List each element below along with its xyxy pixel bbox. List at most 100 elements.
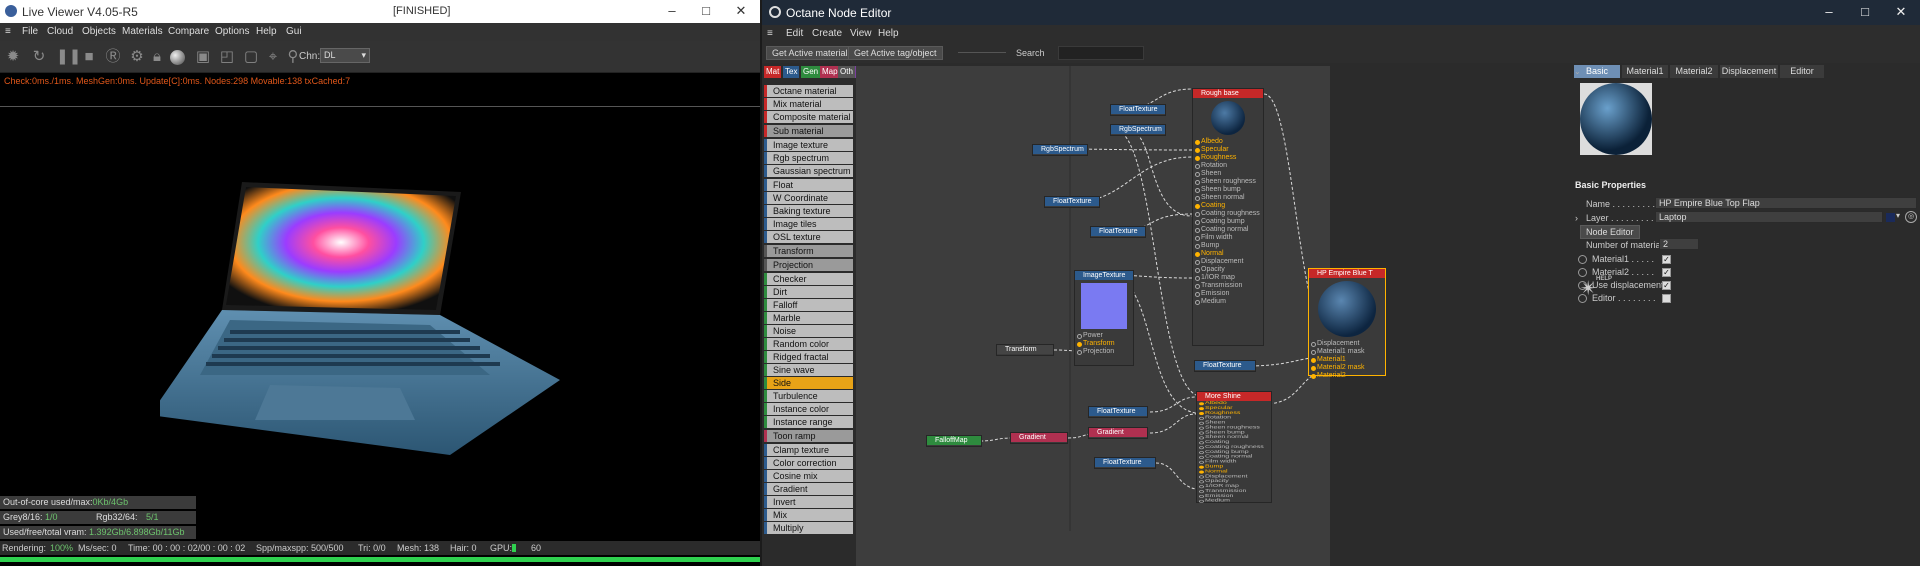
node-list-item-mix-material[interactable]: Mix material	[764, 98, 853, 110]
node-pin-material1[interactable]: Material1	[1309, 356, 1385, 364]
transform-node[interactable]: Transform	[996, 344, 1054, 356]
node-list-item-composite-material[interactable]: Composite material	[764, 111, 853, 123]
float-texture-node[interactable]: FloatTexture	[1194, 360, 1256, 372]
minimize-icon[interactable]: –	[1825, 4, 1833, 19]
menu-help[interactable]: Help	[256, 26, 277, 37]
node-pin-rotation[interactable]: Rotation	[1193, 162, 1263, 170]
node-list-item-transform[interactable]: Transform	[764, 245, 853, 257]
node-pin-film-width[interactable]: Film width	[1197, 460, 1271, 465]
node-pin-normal[interactable]: Normal	[1193, 250, 1263, 258]
category-tab-mat[interactable]: Mat	[764, 66, 782, 78]
tab-material2[interactable]: Material2	[1670, 65, 1718, 78]
tab-basic[interactable]: Basic	[1574, 65, 1620, 78]
node-list-item-sine-wave[interactable]: Sine wave	[764, 364, 853, 376]
settings-gear-icon[interactable]: ⚙	[130, 48, 144, 65]
node-pin-sheen-normal[interactable]: Sheen normal	[1193, 194, 1263, 202]
node-pin-coating-bump[interactable]: Coating bump	[1193, 218, 1263, 226]
restart-icon[interactable]: ↻	[32, 48, 46, 65]
node-pin-coating-roughness[interactable]: Coating roughness	[1197, 445, 1271, 450]
node-pin-sheen-bump[interactable]: Sheen bump	[1197, 430, 1271, 435]
node-pin-displacement[interactable]: Displacement	[1193, 258, 1263, 266]
node-pin-transmission[interactable]: Transmission	[1193, 282, 1263, 290]
falloff-map-node[interactable]: FalloffMap	[926, 435, 982, 447]
tab-editor[interactable]: Editor	[1780, 65, 1824, 78]
node-list-item-projection[interactable]: Projection	[764, 259, 853, 271]
pick-focus-icon[interactable]: ⌖	[268, 48, 278, 65]
node-list-item-osl-texture[interactable]: OSL texture	[764, 231, 853, 243]
node-list-item-mix[interactable]: Mix	[764, 509, 853, 521]
node-pin-emission[interactable]: Emission	[1193, 290, 1263, 298]
render-region-icon[interactable]: Ⓡ	[105, 48, 121, 65]
node-pin-opacity[interactable]: Opacity	[1197, 479, 1271, 484]
node-pin-1-ior-map[interactable]: 1/IOR map	[1197, 484, 1271, 489]
menu-compare[interactable]: Compare	[168, 26, 210, 37]
node-pin-emission[interactable]: Emission	[1197, 494, 1271, 499]
node-list-item-float[interactable]: Float	[764, 179, 853, 191]
image-texture-node[interactable]: ImageTexture Power Transform Projection	[1074, 270, 1134, 366]
float-texture-node[interactable]: FloatTexture	[1090, 226, 1146, 238]
pick-material-icon[interactable]: ⚲	[287, 48, 299, 65]
stop-icon[interactable]: ■	[84, 48, 94, 65]
expand-icon[interactable]: ›	[1575, 213, 1578, 223]
node-pin-bump[interactable]: Bump	[1193, 242, 1263, 250]
node-pin-normal[interactable]: Normal	[1197, 469, 1271, 474]
menu-edit[interactable]: Edit	[786, 28, 804, 39]
node-list-item-gradient[interactable]: Gradient	[764, 483, 853, 495]
node-list-item-baking-texture[interactable]: Baking texture	[764, 205, 853, 217]
hamburger-icon[interactable]: ≡	[767, 28, 773, 39]
node-list-item-color-correction[interactable]: Color correction	[764, 457, 853, 469]
film-region-icon[interactable]: ◰	[219, 48, 235, 65]
node-list-item-turbulence[interactable]: Turbulence	[764, 390, 853, 402]
node-pin-material2-mask[interactable]: Material2 mask	[1309, 364, 1385, 372]
node-list-item-dirt[interactable]: Dirt	[764, 286, 853, 298]
node-pin-coating-normal[interactable]: Coating normal	[1193, 226, 1263, 234]
clay-icon[interactable]: ▢	[243, 48, 259, 65]
float-texture-node[interactable]: FloatTexture	[1094, 457, 1156, 469]
menu-cloud[interactable]: Cloud	[47, 26, 74, 37]
get-active-tag-button[interactable]: Get Active tag/object	[848, 46, 943, 60]
gear-sun-icon[interactable]: ✹	[6, 48, 20, 65]
gradient-node[interactable]: Gradient	[1088, 427, 1148, 439]
node-pin-sheen-roughness[interactable]: Sheen roughness	[1193, 178, 1263, 186]
node-list-item-w-coordinate[interactable]: W Coordinate	[764, 192, 853, 204]
node-pin-film-width[interactable]: Film width	[1193, 234, 1263, 242]
node-list-item-gaussian-spectrum[interactable]: Gaussian spectrum	[764, 165, 853, 177]
node-pin-coating[interactable]: Coating	[1193, 202, 1263, 210]
category-tab-oth[interactable]: Oth	[838, 66, 855, 78]
node-pin-albedo[interactable]: Albedo	[1197, 401, 1271, 406]
node-pin-displacement[interactable]: Displacement	[1309, 340, 1385, 348]
gradient-node[interactable]: Gradient	[1010, 432, 1068, 444]
maximize-icon[interactable]: □	[702, 3, 710, 18]
node-list-item-rgb-spectrum[interactable]: Rgb spectrum	[764, 152, 853, 164]
node-graph-canvas[interactable]: FloatTexture RgbSpectrum RgbSpectrum Flo…	[856, 66, 1386, 566]
category-tab-gen[interactable]: Gen	[801, 66, 821, 78]
lock-icon[interactable]: 🔒︎	[153, 48, 161, 65]
checkbox[interactable]: ✓	[1662, 255, 1671, 264]
node-list-item-marble[interactable]: Marble	[764, 312, 853, 324]
close-icon[interactable]: ✕	[735, 3, 747, 18]
menu-gui[interactable]: Gui	[286, 26, 302, 37]
float-texture-node[interactable]: FloatTexture	[1044, 196, 1100, 208]
search-input[interactable]	[1058, 46, 1144, 60]
hamburger-icon[interactable]: ≡	[5, 26, 11, 37]
menu-create[interactable]: Create	[812, 28, 843, 39]
node-list-item-octane-material[interactable]: Octane material	[764, 85, 853, 97]
menu-file[interactable]: File	[22, 26, 39, 37]
float-texture-node[interactable]: FloatTexture	[1110, 104, 1166, 116]
octane-help-logo-icon[interactable]: ✴	[1580, 278, 1597, 300]
node-pin-medium[interactable]: Medium	[1193, 298, 1263, 306]
node-list-item-instance-range[interactable]: Instance range	[764, 416, 853, 428]
menu-objects[interactable]: Objects	[82, 26, 116, 37]
node-list-item-side[interactable]: Side	[764, 377, 853, 389]
node-list-item-noise[interactable]: Noise	[764, 325, 853, 337]
collapse-icon[interactable]: ⌄	[1574, 67, 1581, 76]
menu-view[interactable]: View	[850, 28, 872, 39]
menu-materials[interactable]: Materials	[122, 26, 163, 37]
checkbox[interactable]: ✓	[1662, 281, 1671, 290]
node-pin-specular[interactable]: Specular	[1197, 406, 1271, 411]
get-active-material-button[interactable]: Get Active material	[766, 46, 854, 60]
name-field[interactable]: HP Empire Blue Top Flap	[1655, 197, 1917, 209]
menu-help[interactable]: Help	[878, 28, 899, 39]
node-pin-rotation[interactable]: Rotation	[1197, 416, 1271, 421]
